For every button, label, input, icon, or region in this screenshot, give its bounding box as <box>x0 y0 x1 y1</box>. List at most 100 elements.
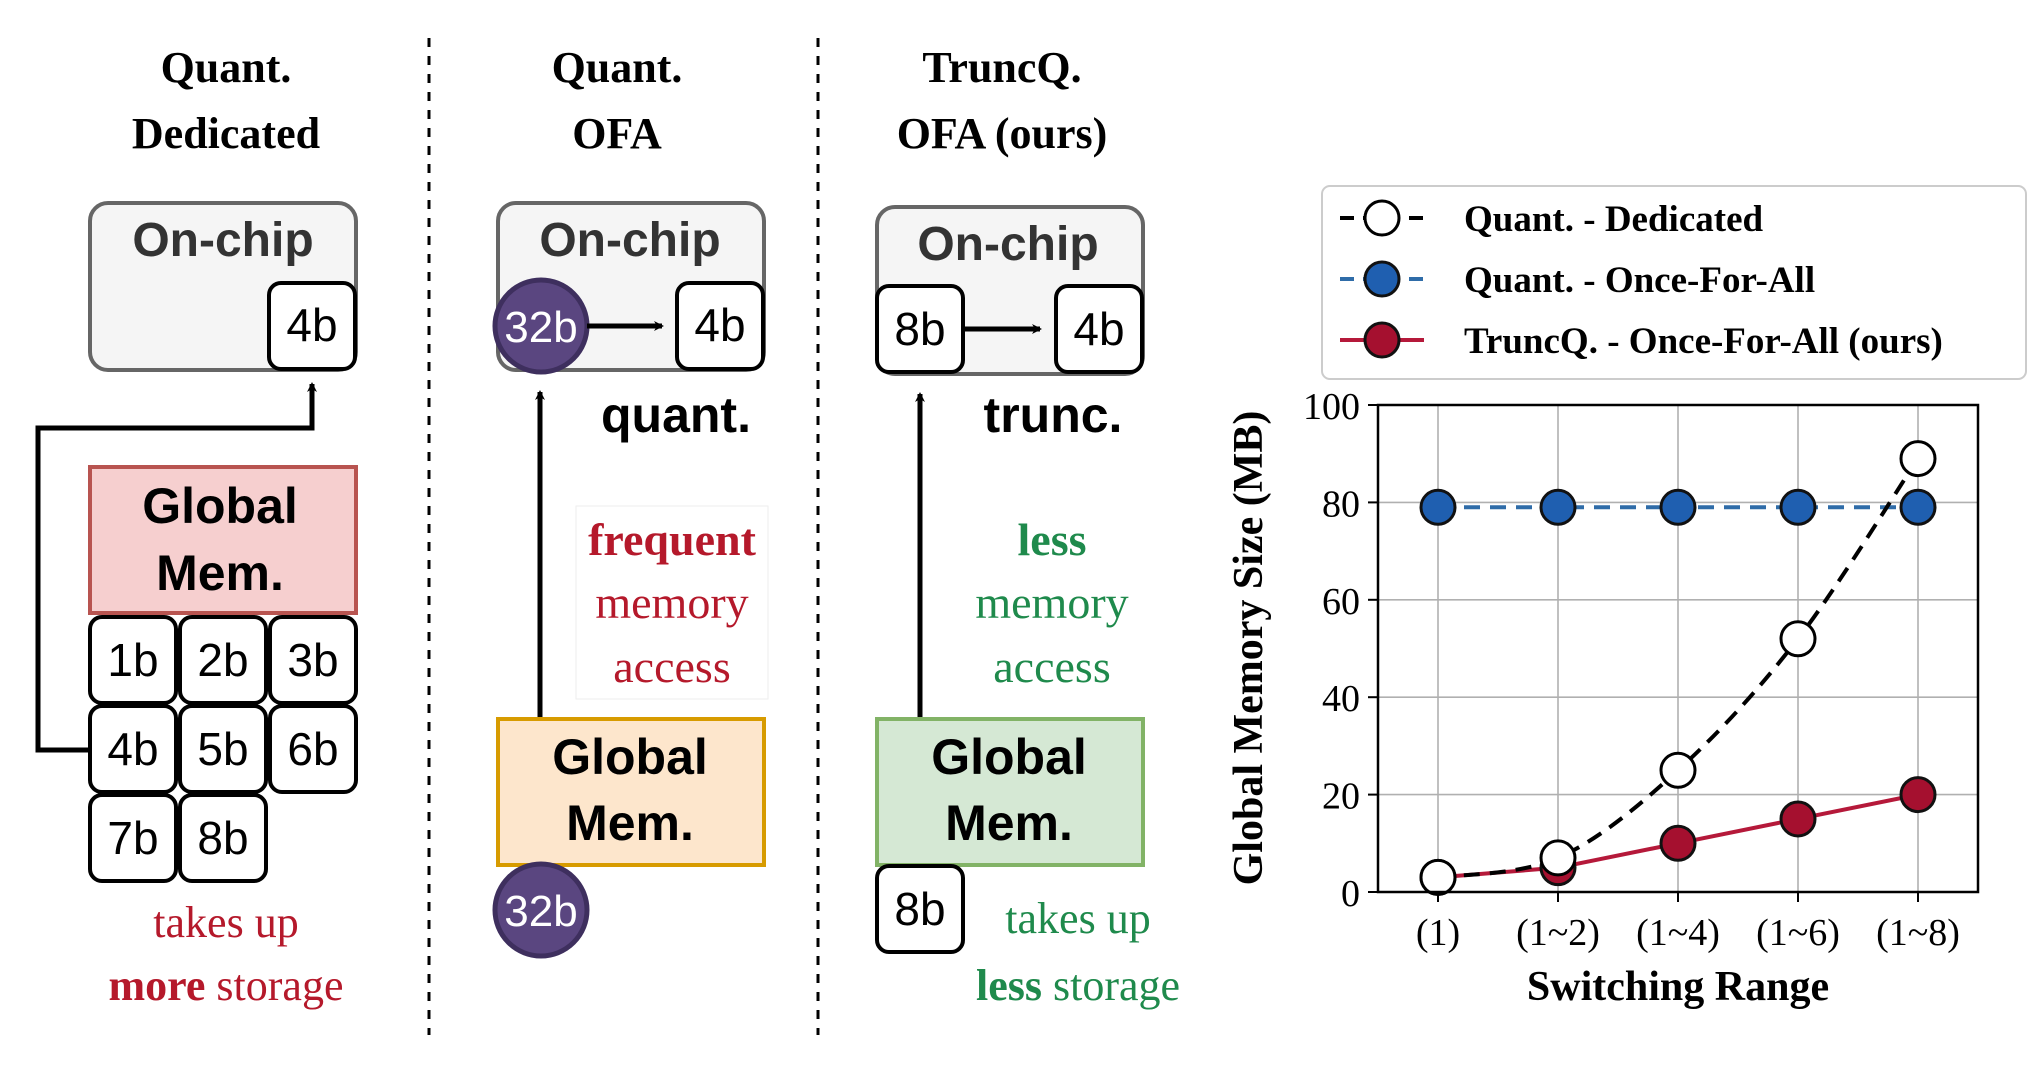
data-point <box>1779 620 1817 658</box>
global-mem-label-line2: Mem. <box>566 795 694 851</box>
legend-label: TruncQ. - Once-For-All (ours) <box>1464 321 1943 362</box>
stored-bit-label: 6b <box>287 723 338 775</box>
y-tick-label: 80 <box>1322 483 1360 525</box>
chart-x-ticks: (1)(1~2)(1~4)(1~6)(1~8) <box>1416 892 1960 954</box>
data-point <box>1899 440 1937 478</box>
stored-bit-box <box>178 793 268 883</box>
caption-line1: takes up <box>153 898 298 947</box>
onchip-label: On-chip <box>539 214 720 267</box>
data-point <box>1539 839 1577 877</box>
data-point <box>1659 488 1697 526</box>
series-line <box>1437 457 1920 880</box>
global-mem-label-line2: Mem. <box>945 795 1073 851</box>
legend-marker <box>1363 199 1401 237</box>
legend-label: Quant. - Once-For-All <box>1464 260 1815 301</box>
onchip-to-label: 4b <box>694 299 745 351</box>
stored-bit-box <box>88 615 178 705</box>
x-tick-label: (1) <box>1416 912 1460 954</box>
note-line1: frequent <box>588 514 756 565</box>
legend-marker <box>1363 260 1401 298</box>
stored-bit-grid: 1b 2b 3b 4b 5b 6b 7b 8b <box>88 615 358 883</box>
onchip-from-label: 32b <box>504 303 577 352</box>
note-box <box>575 505 769 700</box>
note-line3: access <box>613 641 730 692</box>
stored-bit-label: 8b <box>894 883 945 935</box>
stored-bit-circle <box>492 861 590 959</box>
data-point <box>1779 488 1817 526</box>
y-tick-label: 60 <box>1322 581 1360 623</box>
data-point <box>1899 488 1937 526</box>
data-point <box>1419 488 1457 526</box>
caption-line2: less storage <box>976 961 1180 1010</box>
panel-title-line2: OFA (ours) <box>897 109 1108 158</box>
y-tick-label: 20 <box>1322 776 1360 818</box>
caption-line2: more storage <box>109 961 344 1010</box>
legend-frame <box>1321 185 2027 380</box>
onchip-label: On-chip <box>132 214 313 267</box>
chart-y-axis-title: Global Memory Size (MB) <box>1226 411 1272 886</box>
stored-bit-label: 2b <box>197 634 248 686</box>
stored-bit-label: 3b <box>287 634 338 686</box>
legend-label: Quant. - Dedicated <box>1464 199 1763 240</box>
panel-truncq-ofa: TruncQ. OFA (ours) On-chip 8b 4b trunc. … <box>875 43 1180 1010</box>
caption-emphasis: less <box>976 961 1042 1010</box>
y-tick-label: 100 <box>1303 386 1360 428</box>
operation-label: quant. <box>601 387 751 443</box>
data-point <box>1419 858 1457 896</box>
note-line1: less <box>1018 514 1087 565</box>
x-tick-label: (1~4) <box>1636 912 1720 954</box>
y-tick-label: 40 <box>1322 678 1360 720</box>
global-mem-label-line2: Mem. <box>156 545 284 601</box>
global-mem-label-line1: Global <box>552 729 708 785</box>
onchip-label: On-chip <box>917 218 1098 271</box>
global-mem-label-line1: Global <box>142 478 298 534</box>
caption-line1: takes up <box>1005 894 1150 943</box>
caption-rest: storage <box>1042 961 1180 1010</box>
caption-rest: storage <box>205 961 343 1010</box>
stored-bit-label: 7b <box>107 812 158 864</box>
onchip-bit-box <box>267 281 357 371</box>
note-line2: memory <box>975 577 1128 628</box>
stored-bit-box <box>268 615 358 705</box>
onchip-bit-box <box>675 281 765 371</box>
caption-emphasis: more <box>109 961 206 1010</box>
data-point <box>1899 776 1937 814</box>
stored-bit-box <box>178 704 268 794</box>
global-mem-label-line1: Global <box>931 729 1087 785</box>
onchip-from-label: 8b <box>894 303 945 355</box>
global-mem-box <box>496 717 766 867</box>
stored-bit-label: 1b <box>107 634 158 686</box>
panel-dedicated: Quant. Dedicated On-chip 4b Global Mem. … <box>35 43 358 1010</box>
panel-title-line2: Dedicated <box>132 109 320 158</box>
chart-y-ticks: 0 20 40 60 80 100 <box>1303 386 1378 915</box>
note-line3: access <box>993 641 1110 692</box>
panel-title-line1: Quant. <box>552 43 683 92</box>
y-tick-label: 0 <box>1341 873 1360 915</box>
stored-bit-label: 5b <box>197 723 248 775</box>
operation-label: trunc. <box>984 387 1123 443</box>
note-line2: memory <box>595 577 748 628</box>
data-point <box>1779 800 1817 838</box>
stored-bit-box <box>178 615 268 705</box>
legend-marker <box>1363 321 1401 359</box>
chart-markers <box>1419 440 1937 896</box>
data-point <box>1539 488 1577 526</box>
stored-bit-box <box>88 793 178 883</box>
global-mem-box <box>875 717 1145 867</box>
stored-bit-box <box>88 704 178 794</box>
data-point <box>1659 824 1697 862</box>
stored-bit-label: 32b <box>504 887 577 936</box>
panel-title-line1: Quant. <box>161 43 292 92</box>
stored-bit-label: 4b <box>107 723 158 775</box>
onchip-bit-box <box>1054 284 1144 374</box>
panel-quant-ofa: Quant. OFA On-chip 32b 4b quant. frequen… <box>492 43 769 959</box>
chart-grid <box>1378 404 1978 893</box>
onchip-to-label: 4b <box>1073 303 1124 355</box>
panel-title-line2: OFA <box>572 109 662 158</box>
stored-bit-box <box>268 704 358 794</box>
load-arrow <box>35 382 317 753</box>
chart-x-axis-title: Switching Range <box>1527 964 1829 1010</box>
x-tick-label: (1~2) <box>1516 912 1600 954</box>
